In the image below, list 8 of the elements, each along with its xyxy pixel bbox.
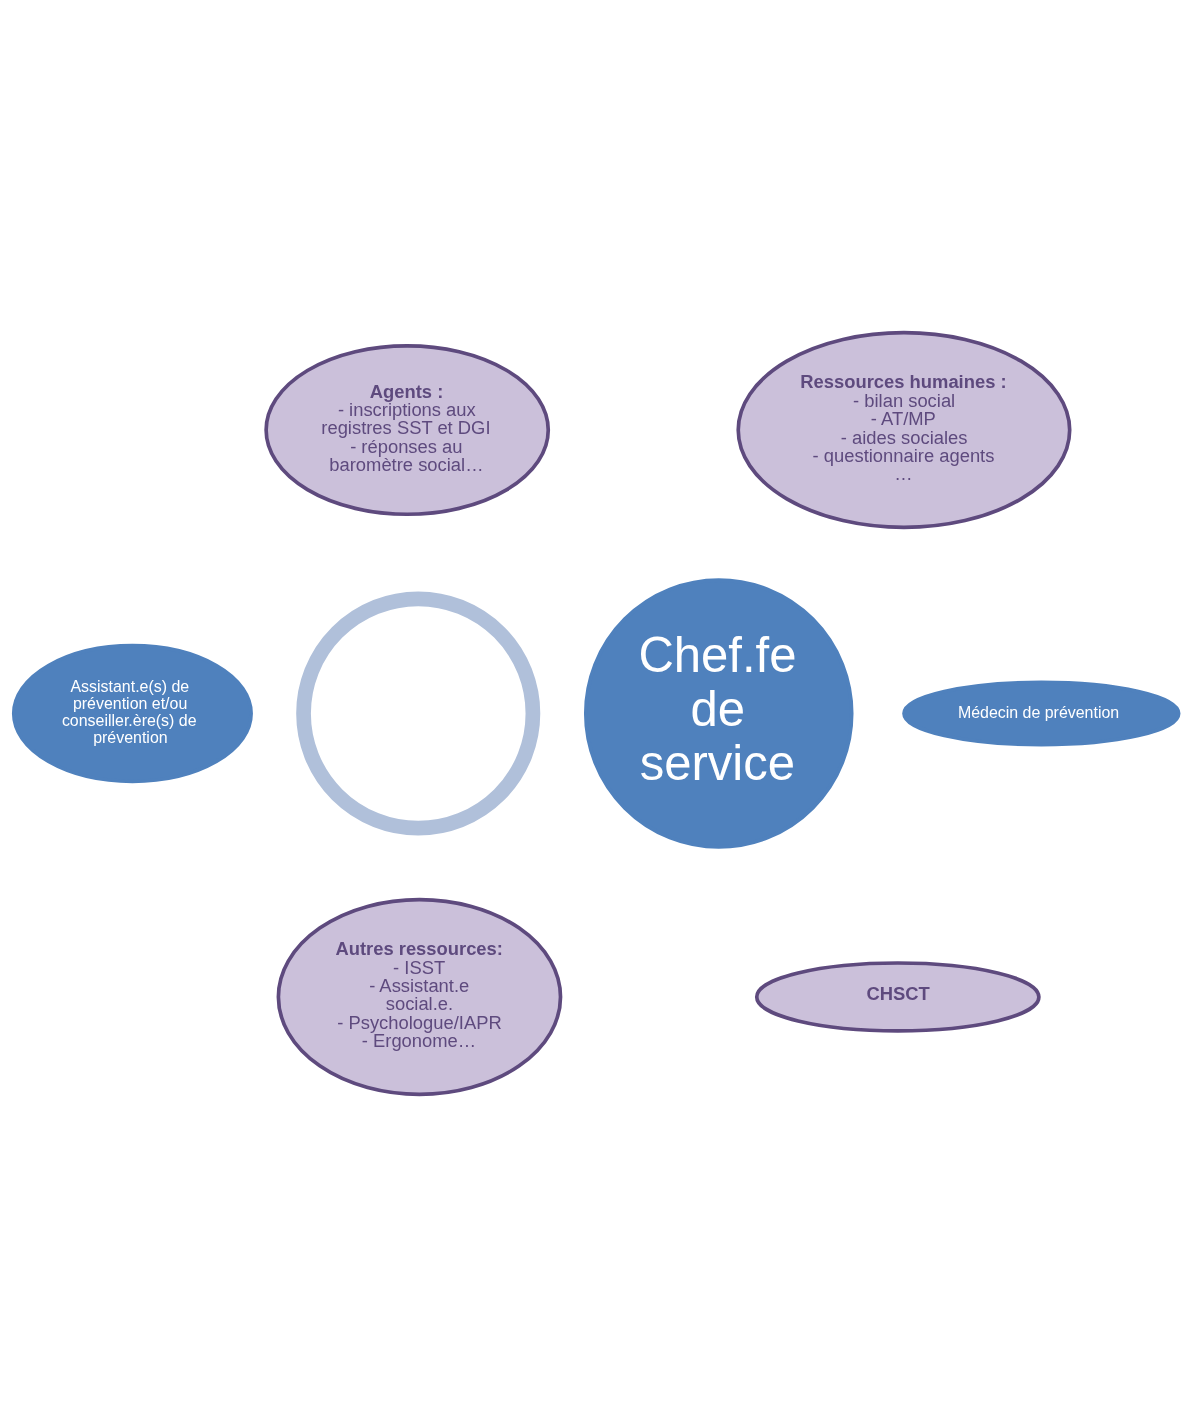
- node-circle: [296, 591, 541, 836]
- node-ellipse: Ressources humaines : - bilan social - AT/MP - aides sociales - questionnaire agents …: [736, 330, 1072, 530]
- node-circle: Chef.fe de service: [583, 578, 854, 849]
- node-ellipse: Assistant.e(s) de prévention et/ou conseiller.ère(s) de prévention: [11, 643, 253, 784]
- node-ellipse: Médecin de prévention: [902, 680, 1181, 747]
- node-ellipse: Autres ressources: - ISST - Assistant.e social.e. - Psychologue/IAPR - Ergonome…: [276, 897, 563, 1097]
- node-ellipse: CHSCT: [754, 961, 1041, 1033]
- node-ellipse: Agents : - inscriptions aux registres SST et DGI - réponses au baromètre social…: [264, 343, 551, 517]
